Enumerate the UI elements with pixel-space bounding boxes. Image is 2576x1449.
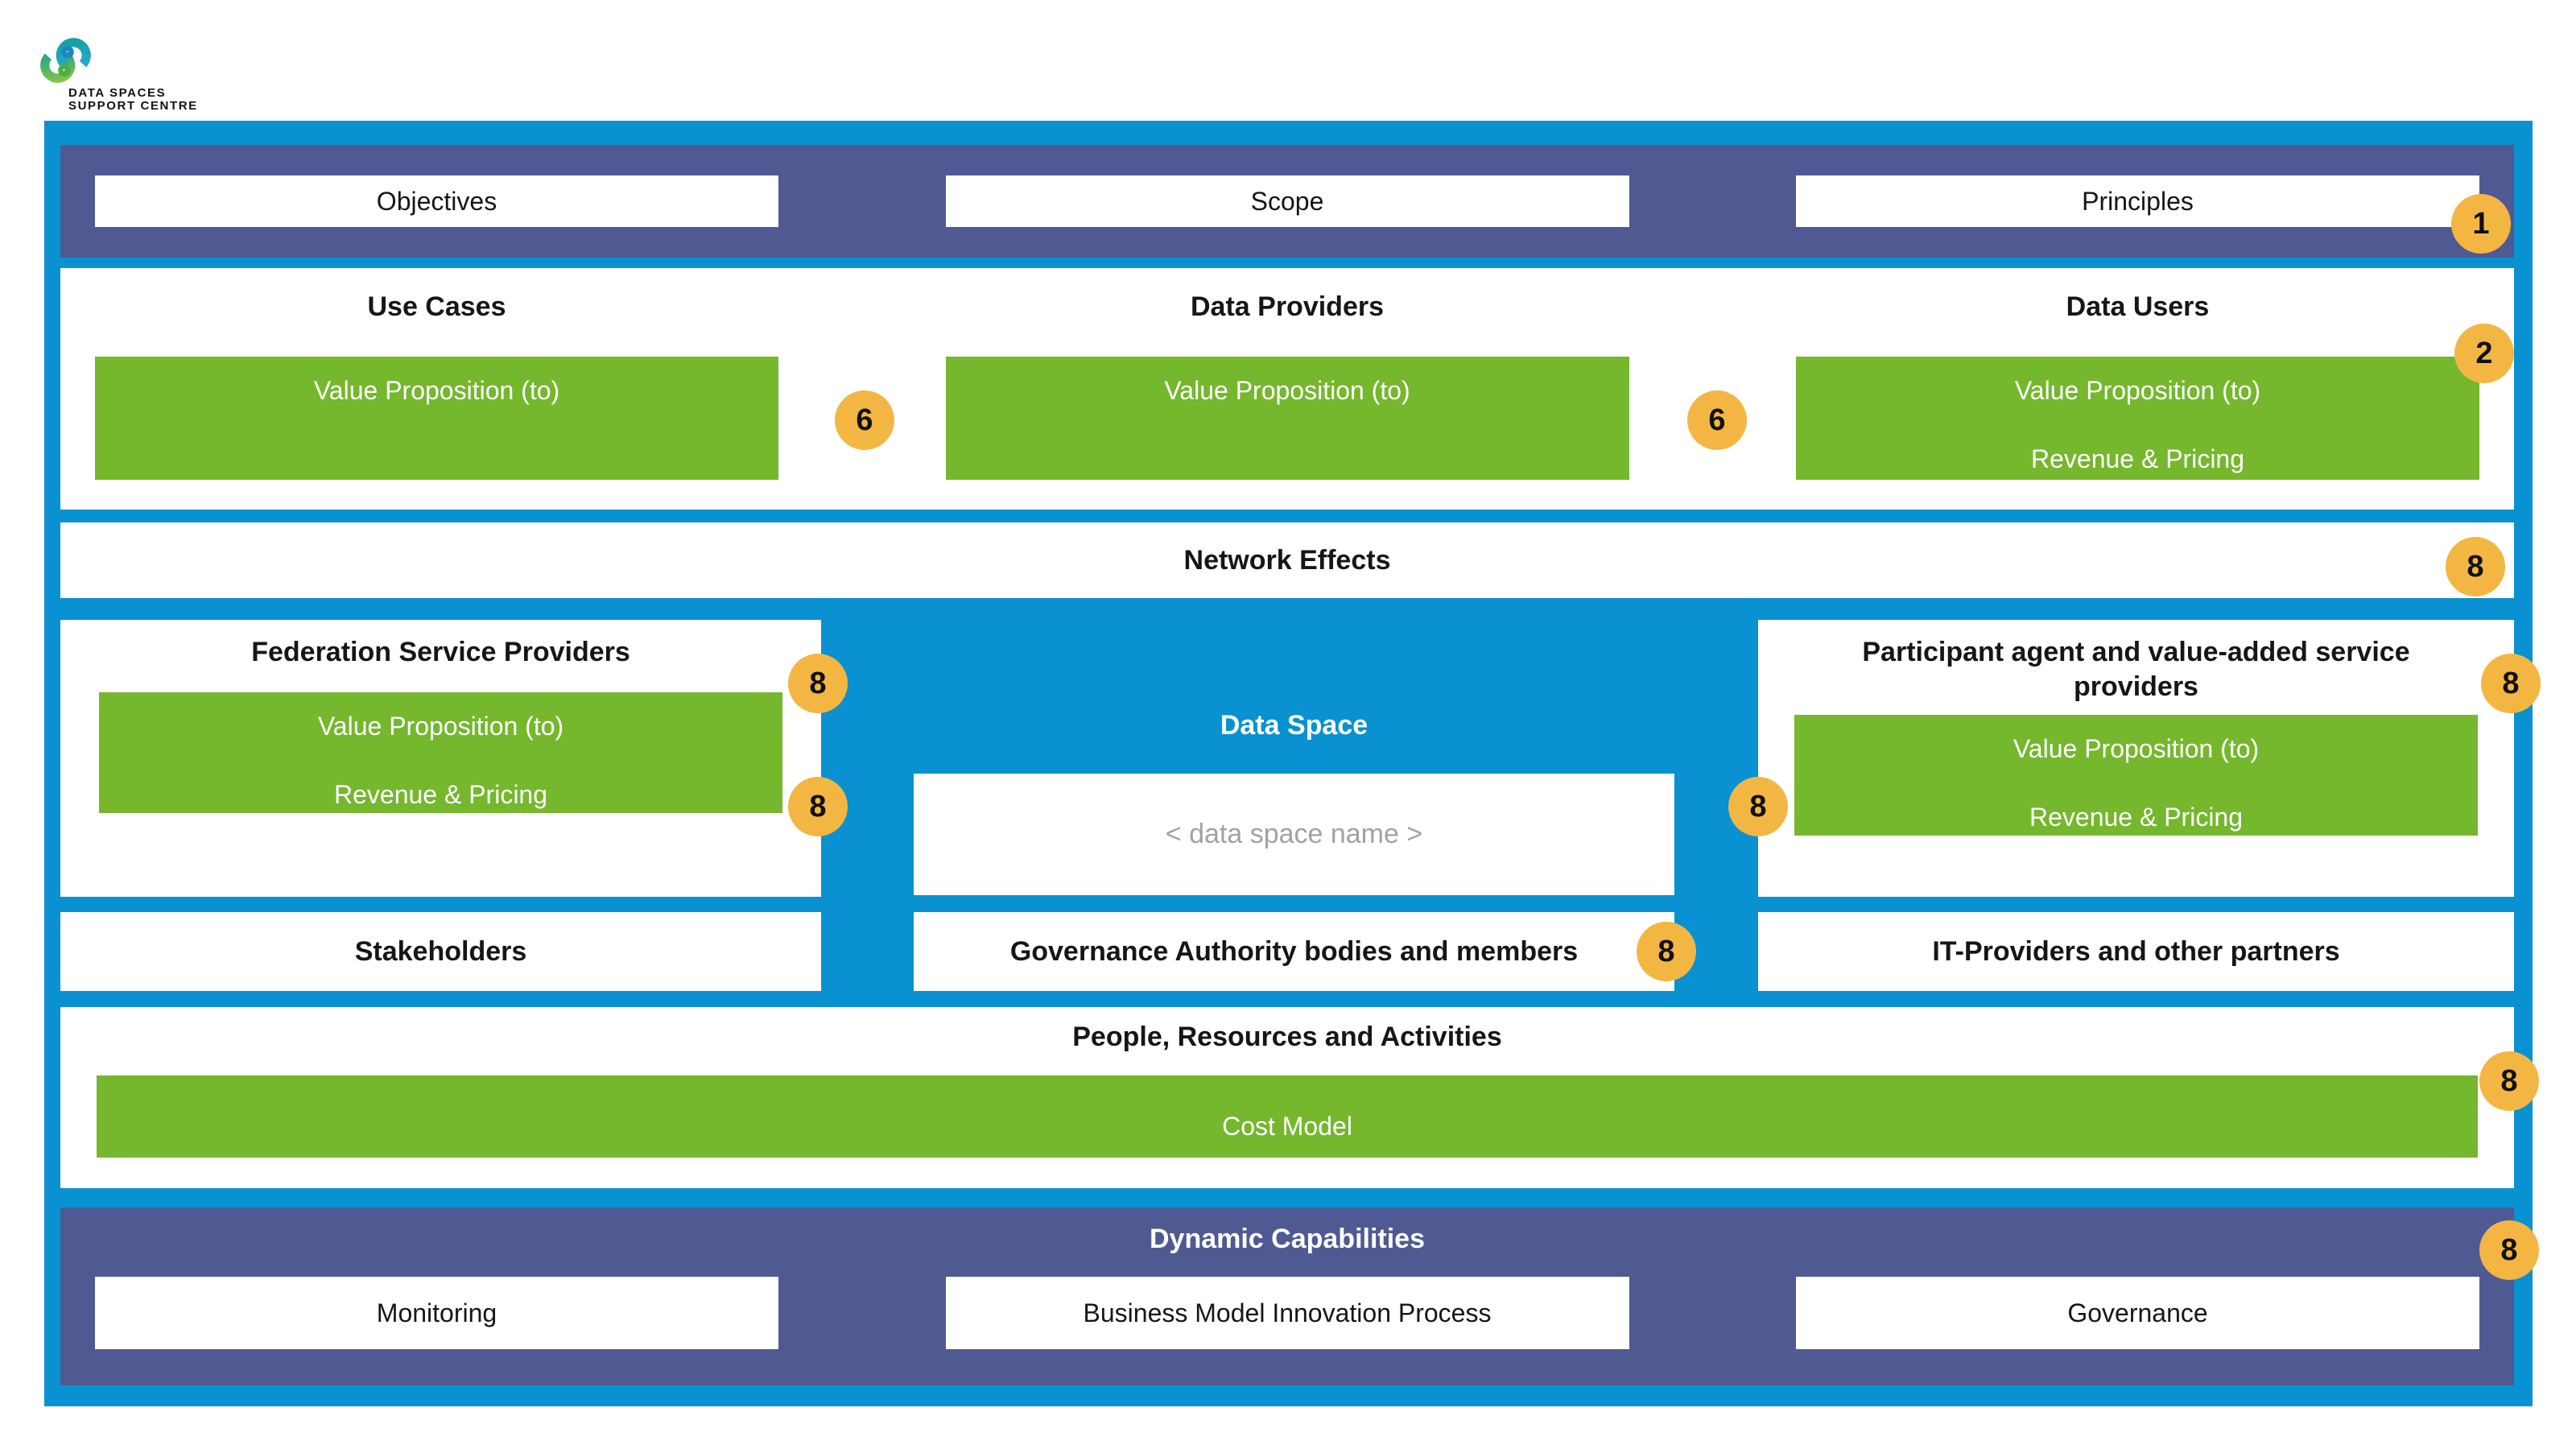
- dssc-logo: DATA SPACES SUPPORT CENTRE: [39, 34, 296, 122]
- participant-value-proposition-box: Value Proposition (to) Revenue & Pricing: [1794, 715, 2478, 836]
- network-effects-label: Network Effects: [1183, 544, 1391, 576]
- use-cases-column: Use Cases Value Proposition (to): [95, 291, 778, 510]
- governance-authority-bar: Governance Authority bodies and members: [914, 912, 1674, 991]
- federation-service-providers-panel: Federation Service Providers Value Propo…: [60, 620, 821, 897]
- data-users-column: Data Users Value Proposition (to) Revenu…: [1796, 291, 2479, 510]
- dynamic-capabilities-title: Dynamic Capabilities: [1149, 1224, 1425, 1254]
- network-effects-bar: Network Effects: [60, 522, 2514, 598]
- dssc-logo-text: DATA SPACES SUPPORT CENTRE: [68, 87, 198, 113]
- badge-6-use-cases-providers: 6: [835, 390, 894, 450]
- badge-8-federation-value: 8: [788, 777, 848, 836]
- badge-2-data-users: 2: [2454, 324, 2514, 383]
- federation-service-providers-title: Federation Service Providers: [251, 637, 630, 667]
- data-space-title: Data Space: [1220, 710, 1368, 741]
- data-space-name-box: < data space name >: [914, 774, 1674, 895]
- business-model-innovation-box: Business Model Innovation Process: [945, 1277, 1629, 1349]
- badge-1-governance: 1: [2451, 194, 2511, 254]
- scope-box: Scope: [945, 175, 1629, 227]
- badge-8-governance-authority: 8: [1637, 922, 1696, 981]
- value-proposition-label: Value Proposition (to): [1164, 376, 1410, 405]
- revenue-pricing-label: Revenue & Pricing: [2030, 444, 2245, 473]
- actors-row: Use Cases Value Proposition (to) Data Pr…: [60, 268, 2514, 510]
- people-resources-title: People, Resources and Activities: [1072, 1022, 1502, 1052]
- value-proposition-label: Value Proposition (to): [313, 376, 560, 405]
- dynamic-capabilities-boxes: Monitoring Business Model Innovation Pro…: [60, 1277, 2514, 1349]
- data-providers-value-proposition-box: Value Proposition (to): [945, 357, 1629, 480]
- badge-8-dynamic-capabilities: 8: [2479, 1220, 2539, 1280]
- principles-box: Principles: [1796, 175, 2479, 227]
- use-cases-title: Use Cases: [367, 291, 506, 322]
- it-providers-bar: IT-Providers and other partners: [1758, 912, 2514, 991]
- use-cases-value-proposition-box: Value Proposition (to): [95, 357, 778, 480]
- cost-model-bar: Cost Model: [97, 1075, 2478, 1158]
- logo-line-1: DATA SPACES: [68, 86, 167, 100]
- badge-8-participant-value: 8: [1728, 777, 1788, 836]
- value-proposition-label: Value Proposition (to): [2014, 376, 2261, 405]
- data-space-name-placeholder: < data space name >: [1165, 819, 1423, 849]
- revenue-pricing-label: Revenue & Pricing: [333, 780, 548, 809]
- badge-8-network-effects: 8: [2446, 537, 2505, 597]
- badge-6-providers-users: 6: [1687, 390, 1747, 450]
- monitoring-box: Monitoring: [95, 1277, 778, 1349]
- people-resources-section: People, Resources and Activities Cost Mo…: [60, 1007, 2514, 1188]
- value-proposition-label: Value Proposition (to): [2013, 734, 2260, 763]
- badge-8-federation: 8: [788, 654, 848, 713]
- data-users-value-proposition-box: Value Proposition (to) Revenue & Pricing: [1796, 357, 2479, 480]
- governance-box: Governance: [1796, 1277, 2479, 1349]
- data-providers-title: Data Providers: [1191, 291, 1384, 322]
- participant-agent-title: Participant agent and value-added servic…: [1862, 637, 2410, 702]
- logo-line-2: SUPPORT CENTRE: [68, 99, 198, 113]
- middle-zone: Federation Service Providers Value Propo…: [60, 620, 2514, 991]
- business-model-canvas: Objectives Scope Principles Use Cases Va…: [44, 121, 2541, 1406]
- value-proposition-label: Value Proposition (to): [317, 712, 564, 741]
- governance-header-row: Objectives Scope Principles: [60, 145, 2514, 258]
- dynamic-capabilities-section: Dynamic Capabilities Monitoring Business…: [60, 1208, 2514, 1385]
- badge-8-cost-model: 8: [2479, 1051, 2539, 1111]
- data-users-title: Data Users: [2066, 291, 2210, 322]
- stakeholders-bar: Stakeholders: [60, 912, 821, 991]
- objectives-box: Objectives: [95, 175, 778, 227]
- badge-8-participant: 8: [2481, 654, 2541, 713]
- revenue-pricing-label: Revenue & Pricing: [2029, 803, 2244, 832]
- federation-value-proposition-box: Value Proposition (to) Revenue & Pricing: [99, 692, 782, 813]
- cost-model-label: Cost Model: [1222, 1111, 1352, 1141]
- data-providers-column: Data Providers Value Proposition (to): [945, 291, 1629, 510]
- dssc-logo-icon: [40, 38, 91, 83]
- participant-agent-panel: Participant agent and value-added servic…: [1758, 620, 2514, 897]
